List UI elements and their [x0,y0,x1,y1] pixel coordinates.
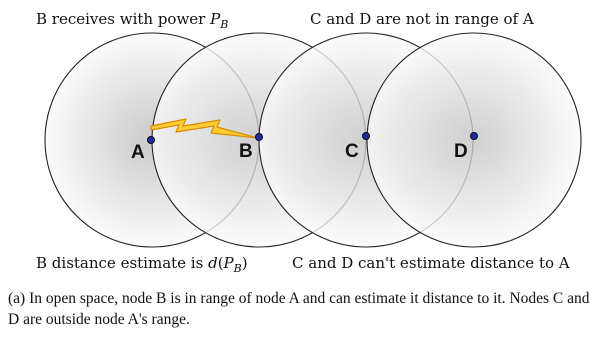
distance-estimate-annotation: B distance estimate is d(PB) [36,254,248,275]
node-b-dot [254,132,263,141]
range-circle-d [366,32,582,248]
node-d-dot [469,131,478,140]
node-a-label: A [131,142,145,163]
range-annotation: C and D are not in range of A [310,10,534,28]
node-c-dot [361,131,370,140]
node-b-label: B [239,141,253,162]
range-diagram: A B C D B receives with power PB C and D… [36,10,582,275]
node-a-dot [146,135,155,144]
figure-caption: (a) In open space, node B is in range of… [8,290,590,328]
node-c-label: C [345,141,359,162]
lightning-bolt-icon [150,118,259,139]
power-annotation: B receives with power PB [36,10,228,31]
no-estimate-annotation: C and D can't estimate distance to A [292,254,570,272]
node-d-label: D [454,141,468,162]
